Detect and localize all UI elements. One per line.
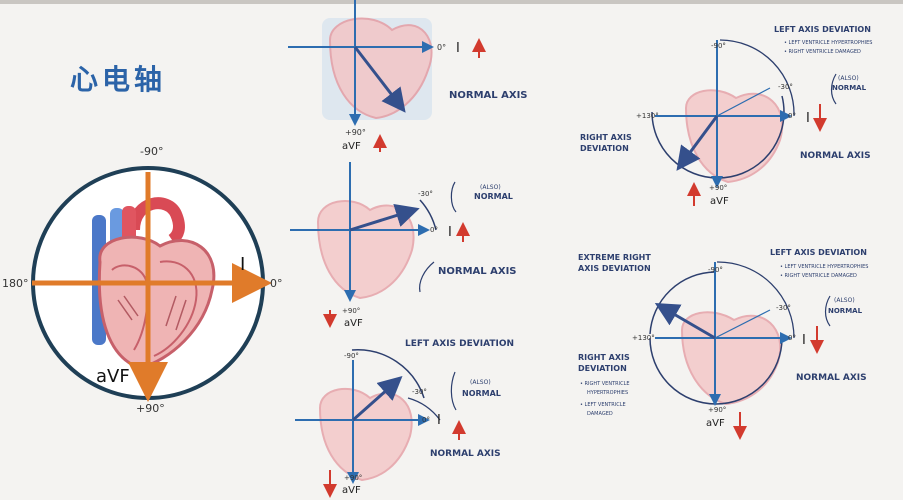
panel-normal-label-0: 0° bbox=[437, 43, 446, 52]
panel-lad-also: (ALSO) bbox=[470, 379, 491, 386]
panel-lad-vector bbox=[352, 376, 403, 422]
panel-lad-lead-avf: aVF bbox=[342, 485, 361, 496]
panel-normal-label-plus90: +90° bbox=[345, 128, 366, 137]
panel-extreme-lad-note1: • LEFT VENTRICLE HYPERTROPHIES bbox=[780, 264, 868, 270]
panel-lad-lead-i: I bbox=[437, 413, 441, 428]
main-label-avf: aVF bbox=[96, 366, 130, 387]
main-label-lead-i: I bbox=[240, 254, 245, 275]
panel-rad-vector bbox=[676, 115, 719, 171]
panel-lad-top-caption: LEFT AXIS DEVIATION bbox=[405, 339, 514, 349]
panel-extreme-label-minus90: -90° bbox=[708, 266, 723, 274]
panel-lad-label-minus30: -30° bbox=[412, 388, 427, 396]
panel-normal-lead-i: I bbox=[456, 41, 460, 56]
panel-lad-also-normal: NORMAL bbox=[462, 389, 501, 398]
panel-extreme-lead-avf: aVF bbox=[706, 418, 725, 429]
panel-right-axis-deviation: -90° -30° +130° 0° +90° I aVF LEFT AXIS … bbox=[580, 25, 872, 207]
panel-normal-axis: 0° +90° I aVF NORMAL AXIS bbox=[288, 0, 528, 152]
panel-normal2-also-normal: NORMAL bbox=[474, 192, 513, 201]
panel-extreme-axis-deviation: -90° -30° +130° 0° +90° I aVF EXTREME RI… bbox=[578, 248, 868, 440]
panel-extreme-also: (ALSO) bbox=[834, 297, 855, 304]
panel-extreme-rad-note2b: DAMAGED bbox=[587, 411, 613, 417]
top-bar bbox=[0, 0, 903, 4]
panel-extreme-label-plus90: +90° bbox=[708, 406, 726, 414]
panel-extreme-also-normal: NORMAL bbox=[828, 307, 863, 315]
panel-extreme-label-0: 0° bbox=[788, 334, 796, 342]
panel-rad-lad-note2: • RIGHT VENTRICLE DAMAGED bbox=[784, 49, 861, 55]
main-label-0: 0° bbox=[270, 277, 283, 290]
panel-extreme-extreme-1: EXTREME RIGHT bbox=[578, 253, 651, 262]
panel-rad-caption: NORMAL AXIS bbox=[800, 151, 871, 161]
panel-left-axis-deviation: -90° -30° 0° +90° I aVF LEFT AXIS DEVIAT… bbox=[295, 339, 514, 498]
panel-normal2-label-plus90: +90° bbox=[342, 307, 360, 315]
panel-rad-rad-caption-1: RIGHT AXIS bbox=[580, 133, 632, 142]
panel-extreme-caption: NORMAL AXIS bbox=[796, 373, 867, 383]
main-label-minus90: -90° bbox=[140, 145, 163, 158]
panel-rad-lead-avf: aVF bbox=[710, 196, 729, 207]
panel-normal2-label-0: 0° bbox=[430, 226, 438, 234]
main-label-180: 180° bbox=[2, 277, 29, 290]
panel-extreme-label-minus30: -30° bbox=[776, 304, 791, 312]
panel-normal2-also: (ALSO) bbox=[480, 184, 501, 191]
main-axis-diagram: -90° 180° 0° +90° I aVF bbox=[2, 145, 283, 415]
panel-normal2-lead-avf: aVF bbox=[344, 318, 363, 329]
panel-normal-minus30: -30° 0° +90° I aVF (ALSO) NORMAL NORMAL … bbox=[290, 162, 517, 329]
panel-lad-caption: NORMAL AXIS bbox=[430, 449, 501, 459]
panel-lad-label-plus90: +90° bbox=[344, 474, 362, 482]
panel-normal-lead-avf: aVF bbox=[342, 141, 361, 152]
panel-extreme-vector bbox=[654, 302, 716, 340]
panel-extreme-rad-note2: • LEFT VENTRICLE bbox=[580, 402, 626, 408]
slide-title: 心电轴 bbox=[70, 63, 167, 96]
panel-normal-caption: NORMAL AXIS bbox=[449, 90, 528, 101]
panel-rad-lad-caption: LEFT AXIS DEVIATION bbox=[774, 25, 871, 34]
panel-extreme-rad-caption-1: RIGHT AXIS bbox=[578, 353, 630, 362]
panel-extreme-extreme-2: AXIS DEVIATION bbox=[578, 264, 651, 273]
panel-extreme-lad-note2: • RIGHT VENTRICLE DAMAGED bbox=[780, 273, 857, 279]
main-label-plus90: +90° bbox=[136, 402, 165, 415]
panel-extreme-lad-caption: LEFT AXIS DEVIATION bbox=[770, 248, 867, 257]
panel-rad-label-plus90: +90° bbox=[709, 184, 727, 192]
panel-extreme-lead-i: I bbox=[802, 333, 806, 348]
panel-extreme-rad-note1b: HYPERTROPHIES bbox=[587, 390, 628, 396]
panel-rad-also-normal: NORMAL bbox=[832, 84, 867, 92]
panel-lad-label-minus90: -90° bbox=[344, 352, 359, 360]
panel-normal2-label-minus30: -30° bbox=[418, 190, 433, 198]
panel-extreme-rad-note1: • RIGHT VENTRICLE bbox=[580, 381, 630, 387]
panel-rad-lead-i: I bbox=[806, 111, 810, 126]
panel-normal2-vector bbox=[349, 203, 420, 232]
panel-lad-label-0: 0° bbox=[422, 416, 430, 424]
panel-rad-lad-note1: • LEFT VENTRICLE HYPERTROPHIES bbox=[784, 40, 872, 46]
panel-rad-label-plus130: +130° bbox=[636, 112, 659, 120]
panel-extreme-label-plus130: +130° bbox=[632, 334, 655, 342]
main-heart-illustration bbox=[92, 197, 216, 370]
panel-rad-rad-caption-2: DEVIATION bbox=[580, 144, 629, 153]
panel-extreme-rad-caption-2: DEVIATION bbox=[578, 364, 627, 373]
panel-rad-label-0: 0° bbox=[788, 112, 796, 120]
panel-normal-vector bbox=[353, 46, 406, 113]
panel-rad-label-minus30: -30° bbox=[778, 83, 793, 91]
panel-rad-label-minus90: -90° bbox=[711, 42, 726, 50]
panel-normal2-lead-i: I bbox=[448, 225, 452, 240]
panel-rad-also: (ALSO) bbox=[838, 75, 859, 82]
panel-normal2-caption: NORMAL AXIS bbox=[438, 266, 517, 277]
